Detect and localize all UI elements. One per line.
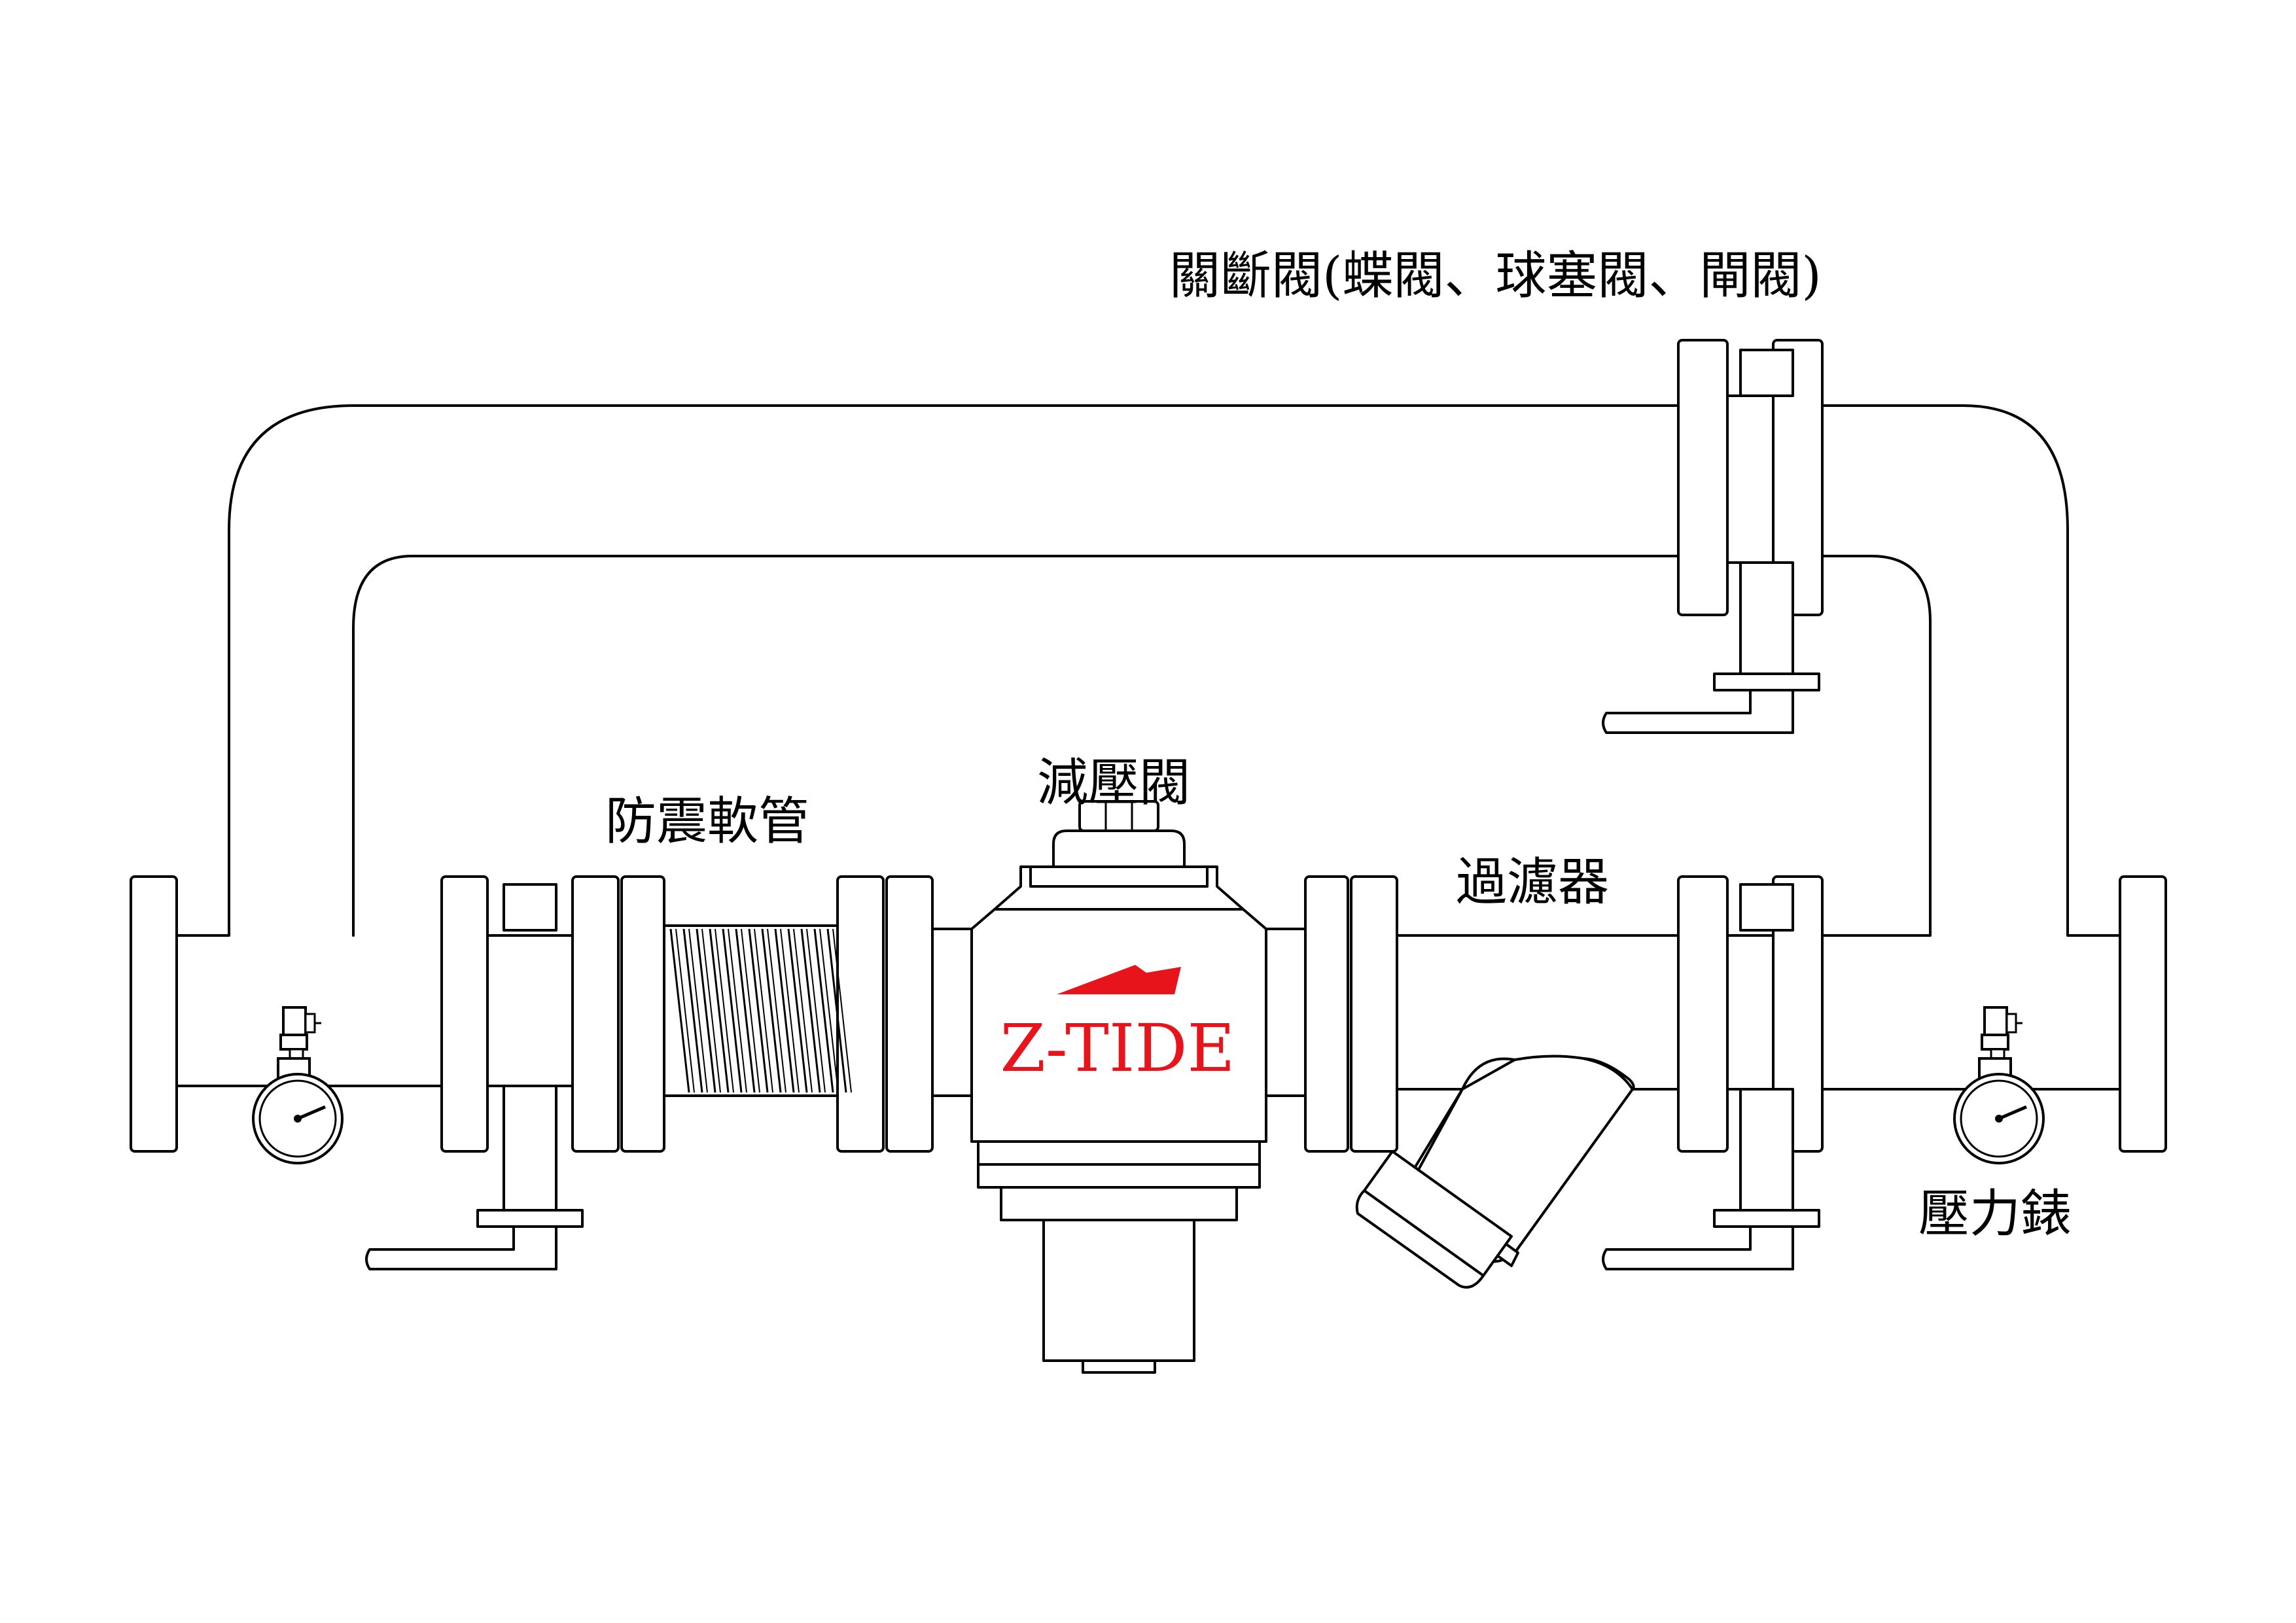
shutoff-valve-right [1602,883,1820,1270]
label-flexible-hose: 防震軟管 [605,792,809,851]
hose-corrugation [669,928,852,1093]
pressure-gauge-right [1953,1006,2045,1164]
left-valve-flange-b [571,875,620,1153]
brand-flag-mark [1057,965,1181,994]
flexible-hose [663,924,852,1097]
outlet-end-flange [2119,875,2167,1153]
hose-flange-b [836,875,885,1153]
top-valve-flange-b [1772,339,1824,616]
shutoff-valve-top [1602,349,1820,734]
inlet-end-flange [130,875,178,1153]
prv-flange-a [885,875,934,1153]
hose-flange-a [620,875,665,1153]
flanges [130,339,2167,1153]
label-strainer: 過濾器 [1456,853,1609,912]
right-valve-flange-a [1677,875,1729,1153]
y-strainer [1355,934,1680,1289]
pressure-reducing-valve [931,800,1307,1374]
right-valve-flange-b [1772,875,1824,1153]
pressure-gauge-left [252,1006,344,1164]
label-pressure-gauge: 壓力錶 [1918,1185,2072,1244]
prv-flange-b [1304,875,1349,1153]
strainer-flange [1350,875,1398,1153]
left-valve-flange-a [440,875,489,1153]
brand-text: Z-TIDE [1000,1010,1235,1087]
bypass-pipe [175,404,2121,937]
brand-logo: Z-TIDE [1000,965,1235,1087]
top-valve-flange-a [1677,339,1729,616]
label-shutoff-valve: 關斷閥(蝶閥、球塞閥、閘閥) [1169,247,1822,305]
label-pressure-reducing-valve: 減壓閥 [1037,754,1190,812]
shutoff-valve-left [365,883,584,1270]
